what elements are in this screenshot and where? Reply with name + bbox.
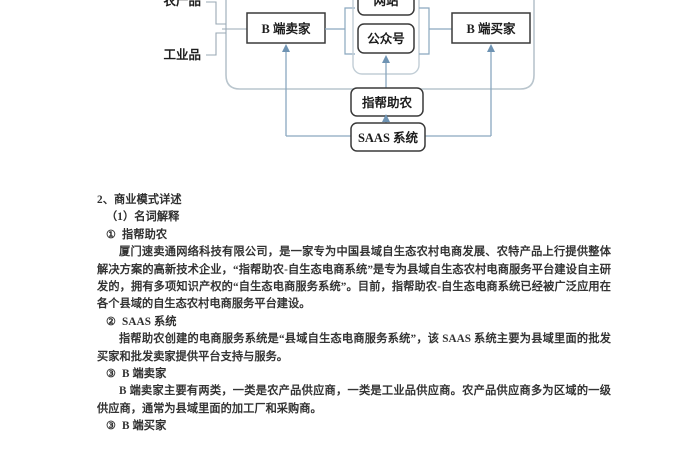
zhibang-to-platform-arrowhead (382, 55, 390, 63)
node-box-b-seller (246, 12, 326, 44)
node-label-industrial-products: 工业品 (163, 47, 201, 62)
industrial-connector-line (206, 32, 226, 56)
node-label-zhibang: 指帮助农 (362, 95, 413, 110)
node-label-agri-products: 农产品 (162, 0, 201, 8)
term-1-number: ① (106, 228, 117, 241)
term-1-label: 指帮助农 (122, 228, 168, 241)
term-entry-4-title: ③ B 端买家 (97, 418, 611, 435)
term-entry-1-title: ① 指帮助农 (97, 227, 611, 244)
saas-to-seller-arrowhead (282, 44, 290, 52)
node-label-website: 网站 (373, 0, 399, 8)
platform-left-bracket (344, 7, 355, 55)
node-box-saas (350, 122, 426, 152)
document-body: 2、商业模式详述 （1）名词解释 ① 指帮助农 厦门速卖通网络科技有限公司，是一… (0, 186, 700, 470)
diagram-canvas: 农产品 工业品 B 端卖家 网站 公众号 B 端买家 (162, 0, 535, 152)
term-2-label: SAAS 系统 (122, 315, 177, 328)
term-entry-2-title: ② SAAS 系统 (97, 314, 611, 331)
saas-to-buyer-arrowhead (487, 44, 495, 52)
node-label-b-seller: B 端卖家 (262, 21, 311, 36)
node-label-b-buyer: B 端买家 (467, 21, 516, 36)
term-2-number: ② (106, 315, 117, 328)
term-3-label: B 端卖家 (122, 368, 167, 381)
term-1-paragraph: 厦门速卖通网络科技有限公司，是一家专为中国县域自生态农村电商发展、农特产品上行提… (97, 246, 611, 311)
term-3-paragraph: B 端卖家主要有两类，一类是农产品供应商，一类是工业品供应商。农产品供应商多为区… (97, 385, 611, 415)
section-subheading: （1）名词解释 (106, 211, 180, 224)
node-box-b-buyer (451, 12, 531, 44)
term-entry-3-title: ③ B 端卖家 (97, 366, 611, 383)
term-4-label: B 端买家 (122, 420, 167, 433)
business-model-diagram: 农产品 工业品 B 端卖家 网站 公众号 B 端买家 (0, 0, 700, 185)
term-3-number: ③ (106, 368, 117, 381)
section-heading: 2、商业模式详述 (97, 194, 182, 206)
node-box-official-account (357, 23, 415, 54)
node-label-saas: SAAS 系统 (358, 130, 419, 145)
node-label-official-account: 公众号 (367, 31, 405, 46)
platform-right-bracket (419, 7, 430, 55)
saas-to-zhibang-arrowhead (382, 114, 390, 122)
agri-connector-line (206, 1, 226, 25)
term-4-number: ③ (106, 420, 117, 433)
outer-container-shape (225, 0, 535, 90)
node-box-website (357, 0, 415, 16)
term-2-paragraph: 指帮助农创建的电商服务系统是“县域自生态电商服务系统”，该 SAAS 系统主要为… (97, 333, 611, 363)
